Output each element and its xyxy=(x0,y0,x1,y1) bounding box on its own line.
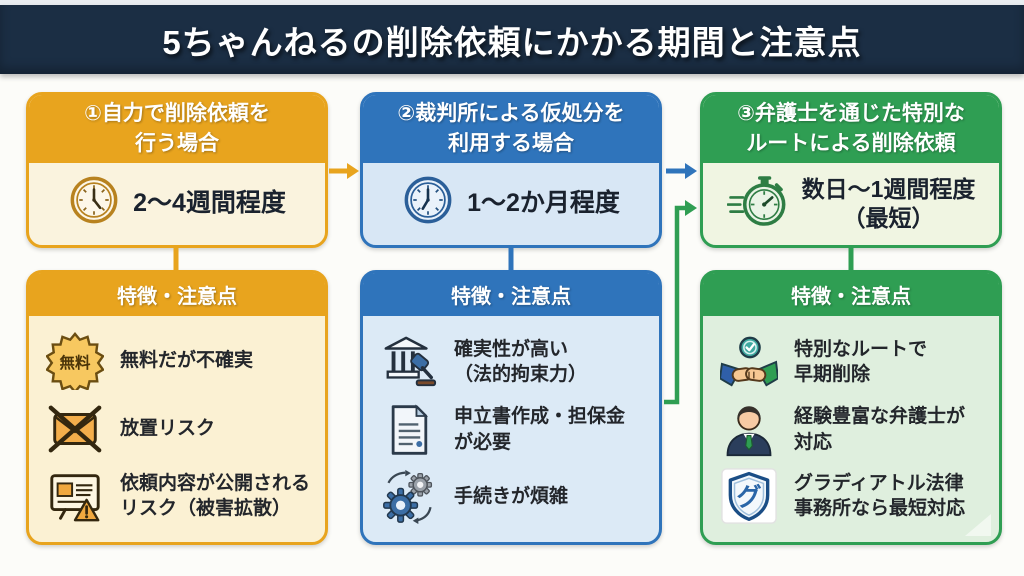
feature-item: 依頼内容が公開される リスク（被害拡散） xyxy=(45,467,313,525)
step1-features-card: 特徴・注意点 無料 無料だが不確実 xyxy=(26,270,328,545)
step1-duration-row: 2〜4週間程度 xyxy=(29,163,325,245)
handshake-medal-icon xyxy=(719,333,779,391)
step2-duration: 1〜2か月程度 xyxy=(467,189,620,218)
feature-item-label: 確実性が高い （法的拘束力） xyxy=(454,338,588,385)
arrow-step2-features-to-step3 xyxy=(664,200,697,405)
step2-features-card: 特徴・注意点 xyxy=(360,270,662,545)
feature-item: 申立書作成・担保金 が必要 xyxy=(379,402,647,458)
feature-item: 確実性が高い （法的拘束力） xyxy=(379,333,647,391)
step3-duration: 数日〜1週間程度 （最短） xyxy=(801,176,976,231)
feature-item-label: 特別なルートで 早期削除 xyxy=(794,338,928,385)
shield-logo-icon: グ xyxy=(719,468,779,525)
step2-features-header: 特徴・注意点 xyxy=(363,273,659,316)
feature-item-label: 依頼内容が公開される リスク（被害拡散） xyxy=(120,473,311,520)
arrow-step2-to-step3 xyxy=(666,163,697,179)
lawyer-icon xyxy=(719,402,779,458)
step2-header: ②裁判所による仮処分を 利用する場合 xyxy=(363,95,659,163)
step1-timing-card: ①自力で削除依頼を 行う場合 xyxy=(26,92,328,248)
step2-timing-card: ②裁判所による仮処分を 利用する場合 xyxy=(360,92,662,248)
feature-item-label: 無料だが不確実 xyxy=(120,350,254,372)
svg-text:無料: 無料 xyxy=(60,353,91,372)
step2-duration-row: 1〜2か月程度 xyxy=(363,163,659,245)
step1-features-header: 特徴・注意点 xyxy=(29,273,325,316)
feature-item-label: 申立書作成・担保金 が必要 xyxy=(454,406,626,453)
feature-item-label: グラディアトル法律 事務所なら最短対応 xyxy=(794,473,966,520)
gears-icon xyxy=(379,468,439,525)
feature-item-label: 手続きが煩雑 xyxy=(454,485,569,507)
step3-duration-row: 数日〜1週間程度 （最短） xyxy=(703,163,999,245)
feature-item: 手続きが煩雑 xyxy=(379,468,647,525)
step3-features-header: 特徴・注意点 xyxy=(703,273,999,316)
step1-duration: 2〜4週間程度 xyxy=(133,189,286,218)
feature-item-label: 放置リスク xyxy=(120,417,216,439)
board-warning-icon xyxy=(45,467,105,525)
svg-text:グ: グ xyxy=(736,484,761,512)
stopwatch-icon xyxy=(726,174,789,235)
step3-timing-card: ③弁護士を通じた特別な ルートによる削除依頼 xyxy=(700,92,1002,248)
arrow-step1-to-step2 xyxy=(329,163,359,179)
page-title: 5ちゃんねるの削除依頼にかかる期間と注意点 xyxy=(162,23,862,61)
feature-item: 放置リスク xyxy=(45,400,313,458)
document-icon xyxy=(379,402,439,458)
step3-features-card: 特徴・注意点 xyxy=(700,270,1002,545)
clock-icon xyxy=(402,174,454,234)
feature-item: 無料 無料だが不確実 xyxy=(45,331,313,390)
crossed-envelope-icon xyxy=(45,400,105,458)
feature-item: 経験豊富な弁護士が 対応 xyxy=(719,402,987,458)
feature-item: グ グラディアトル法律 事務所なら最短対応 xyxy=(719,468,987,525)
step3-header: ③弁護士を通じた特別な ルートによる削除依頼 xyxy=(703,95,999,163)
step1-header: ①自力で削除依頼を 行う場合 xyxy=(29,95,325,163)
title-banner: 5ちゃんねるの削除依頼にかかる期間と注意点 xyxy=(0,5,1024,74)
free-badge-icon: 無料 xyxy=(45,331,105,390)
top-edge-strip xyxy=(0,0,1024,5)
feature-item: 特別なルートで 早期削除 xyxy=(719,333,987,391)
feature-item-label: 経験豊富な弁護士が 対応 xyxy=(794,406,966,453)
courthouse-gavel-icon xyxy=(379,333,439,391)
clock-icon xyxy=(68,174,120,234)
watermark-triangle xyxy=(965,514,991,536)
